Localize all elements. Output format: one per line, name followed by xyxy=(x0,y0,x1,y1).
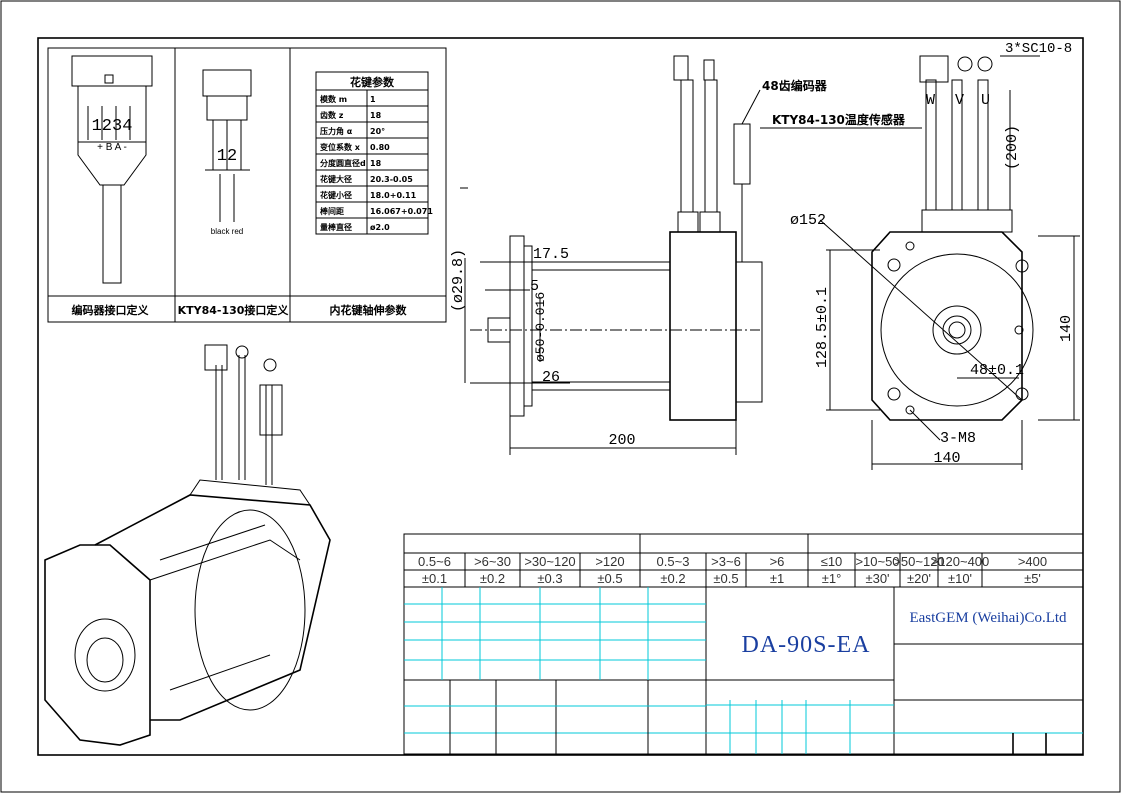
spline-param-value: 1 xyxy=(370,95,376,104)
tolerance-value: ±0.3 xyxy=(537,571,562,586)
tolerance-range: 0.5~3 xyxy=(657,554,690,569)
spline-param-label: 齿数 z xyxy=(320,110,344,120)
front-view xyxy=(819,55,1080,470)
encoder-connector-drawing xyxy=(71,55,153,284)
tolerance-value: ±20' xyxy=(907,571,931,586)
motor-isometric-drawing xyxy=(44,344,331,746)
dim-5: 5 xyxy=(530,278,539,295)
tolerance-value: ±10' xyxy=(948,571,972,586)
tolerance-range: >120 xyxy=(595,554,624,569)
dim-29-8: (ø29.8) xyxy=(450,249,467,312)
tolerance-value: ±0.5 xyxy=(713,571,738,586)
spline-param-value: ø2.0 xyxy=(370,223,390,232)
side-view xyxy=(460,55,763,455)
spline-param-value: 16.067+0.071 xyxy=(370,207,433,216)
spline-param-label: 量棒直径 xyxy=(320,222,352,232)
spline-param-value: 18 xyxy=(370,111,382,120)
spline-param-value: 20° xyxy=(370,127,385,136)
spline-param-label: 分度圆直径d xyxy=(320,158,366,168)
dim-48: 48±0.1 xyxy=(970,362,1024,379)
dim-152: ø152 xyxy=(790,212,826,229)
tolerance-range: >3~6 xyxy=(711,554,741,569)
tolerance-value: ±30' xyxy=(865,571,889,586)
company-name: EastGEM (Weihai)Co.Ltd xyxy=(909,610,1067,626)
sensor-label: KTY84-130温度传感器 xyxy=(772,112,906,127)
spline-param-label: 花键小径 xyxy=(320,190,352,200)
spline-param-label: 压力角 α xyxy=(320,126,353,136)
encoder-pin-numbers: 1234 xyxy=(92,117,133,136)
spline-table-title: 花键参数 xyxy=(350,75,395,89)
tolerance-range: >10~50 xyxy=(855,554,899,569)
spline-param-value: 20.3-0.05 xyxy=(370,175,413,184)
phase-v: V xyxy=(955,92,964,109)
encoder-caption: 编码器接口定义 xyxy=(72,303,150,317)
spline-param-label: 棒间距 xyxy=(320,206,344,216)
tolerance-value: ±0.1 xyxy=(422,571,447,586)
tolerance-range: >50~120 xyxy=(893,554,944,569)
kty-pin-numbers: 12 xyxy=(217,147,237,166)
title-block xyxy=(403,533,1084,755)
tolerance-range: >120~400 xyxy=(931,554,990,569)
drawing-frame xyxy=(37,37,1084,756)
dim-200: 200 xyxy=(608,432,635,449)
dim-26: 26 xyxy=(542,369,560,386)
spline-param-value: 0.80 xyxy=(370,143,390,152)
kty-wire-colors: black red xyxy=(211,227,243,236)
tolerance-value: ±0.2 xyxy=(660,571,685,586)
dim-128-5: 128.5±0.1 xyxy=(814,287,831,368)
spline-caption: 内花键轴伸参数 xyxy=(330,303,408,317)
kty-caption: KTY84-130接口定义 xyxy=(178,303,290,317)
tolerance-range: >6 xyxy=(770,554,785,569)
phase-u: U xyxy=(981,92,990,109)
tolerance-range: >400 xyxy=(1018,554,1047,569)
dim-m8: 3-M8 xyxy=(940,430,976,447)
model-number: DA-90S-EA xyxy=(742,632,871,658)
spline-param-label: 变位系数 x xyxy=(320,142,361,152)
tolerance-value: ±1 xyxy=(770,571,784,586)
spline-param-label: 花键大径 xyxy=(320,174,352,184)
terminal-label: 3*SC10-8 xyxy=(1005,41,1072,57)
dim-17-5: 17.5 xyxy=(533,246,569,263)
dim-140-vertical: 140 xyxy=(1058,315,1075,342)
interface-definition-panel: 编码器接口定义 KTY84-130接口定义 内花键轴伸参数 1234 + B A… xyxy=(47,47,447,323)
tolerance-value: ±0.5 xyxy=(597,571,622,586)
tolerance-value: ±5' xyxy=(1024,571,1041,586)
spline-parameter-table: 花键参数 模数 m 1 齿数 z 18 压力角 α 20° 变位系数 x 0.80 分度圆直径d… xyxy=(315,71,433,235)
tolerance-range: 0.5~6 xyxy=(418,554,451,569)
kty-connector-drawing xyxy=(202,69,252,222)
tolerance-range: >6~30 xyxy=(474,554,511,569)
spline-param-value: 18.0+0.11 xyxy=(370,191,417,200)
spline-param-label: 模数 m xyxy=(320,94,347,104)
tolerance-value: ±1° xyxy=(822,571,842,586)
dim-140-horizontal: 140 xyxy=(933,450,960,467)
encoder-label: 48齿编码器 xyxy=(762,78,828,93)
phase-w: W xyxy=(926,92,935,109)
tolerance-value: ±0.2 xyxy=(480,571,505,586)
dim-cable-length: (200) xyxy=(1004,125,1021,170)
tolerance-range: ≤10 xyxy=(821,554,843,569)
encoder-pin-signals: + B A - xyxy=(97,142,127,153)
spline-param-value: 18 xyxy=(370,159,382,168)
tolerance-range: >30~120 xyxy=(524,554,575,569)
dim-50: ø50-0.016 xyxy=(533,292,548,362)
